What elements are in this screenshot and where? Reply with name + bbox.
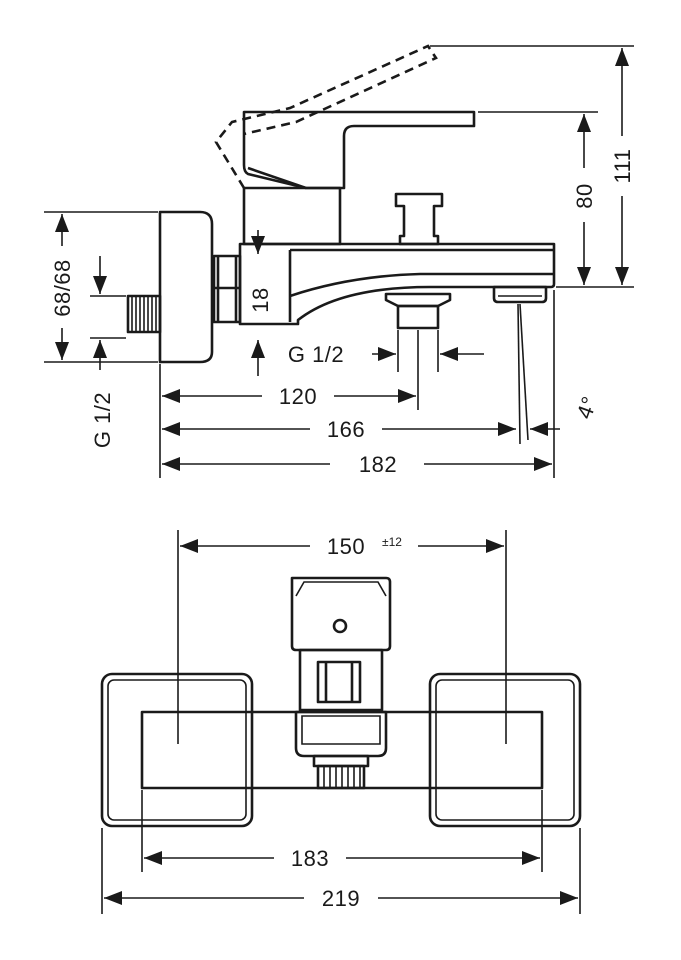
rosette-left-top [100,672,254,828]
lever-marker-dot [332,618,348,634]
arrow [615,267,629,285]
arrow [93,276,107,294]
lever-edge [247,166,307,190]
dim-18-label: 18 [248,287,273,312]
arrow [162,389,180,403]
dim-219-label: 219 [322,886,360,911]
dim-166-label: 166 [327,417,365,442]
dim-68-68-label: 68/68 [50,259,75,317]
ext-line-angle [519,303,529,441]
label-bg [52,246,72,328]
lever-handle[interactable] [242,110,476,190]
outlet-thread [396,304,440,330]
lever-top-bevel [295,581,387,597]
dim-111-label: 111 [610,149,635,184]
arrow [615,48,629,66]
arrow [440,347,458,361]
dim-150-tolerance: ±12 [382,535,402,549]
arrow [251,236,265,254]
aerator-top [312,754,370,768]
dim-120-label: 120 [279,384,317,409]
arrow [378,347,396,361]
aerator [492,285,548,304]
rosette-right-inner [435,679,575,821]
cartridge-neck-top [298,648,384,712]
arrow [144,851,162,865]
arrow [530,422,548,436]
wall-connection-thread [126,294,162,334]
thread-left-label: G 1/2 [90,392,115,448]
arrow [522,851,540,865]
label-bg [248,280,270,320]
connector-hex [216,256,238,322]
arrow [560,891,578,905]
wall-rosette [158,210,214,364]
arrow [577,114,591,132]
arrow [55,214,69,232]
dim-182-label: 182 [359,452,397,477]
spout-contour [289,272,554,298]
rosette-right-top [428,672,582,828]
dim-80-label: 80 [572,183,597,208]
spout-top-inner [301,715,381,745]
side-view: 111 80 68/68 G 1/2 18 [44,44,635,478]
arrow [162,422,180,436]
lever-handle-top[interactable] [290,576,392,652]
thread-hatching [131,296,157,332]
arrow [577,267,591,285]
rosette-left-inner [107,679,247,821]
spout-top [294,710,388,758]
thread-outlet-label: G 1/2 [288,342,344,367]
arrow [55,342,69,360]
arrow [104,891,122,905]
ext-line-aerator [517,303,521,445]
spout-body [238,242,556,326]
aerator-thread-top [316,764,366,790]
angle-label: 4° [571,393,602,422]
diverter-knob[interactable] [394,192,444,246]
dim-150-label: 150 [327,534,365,559]
diverter-knob-top[interactable] [316,660,362,704]
arrow [162,457,180,471]
lever-open-position-outline [214,44,438,189]
arrow [180,539,198,553]
arrow [534,457,552,471]
top-view: 150 ±12 183 [100,530,582,914]
arrow [251,340,265,358]
aerator-hatching [323,766,361,788]
arrow [93,340,107,358]
dim-183-label: 183 [291,846,329,871]
arrow [486,539,504,553]
arrow [498,422,516,436]
arrow [398,389,416,403]
outlet-connector [384,292,452,308]
